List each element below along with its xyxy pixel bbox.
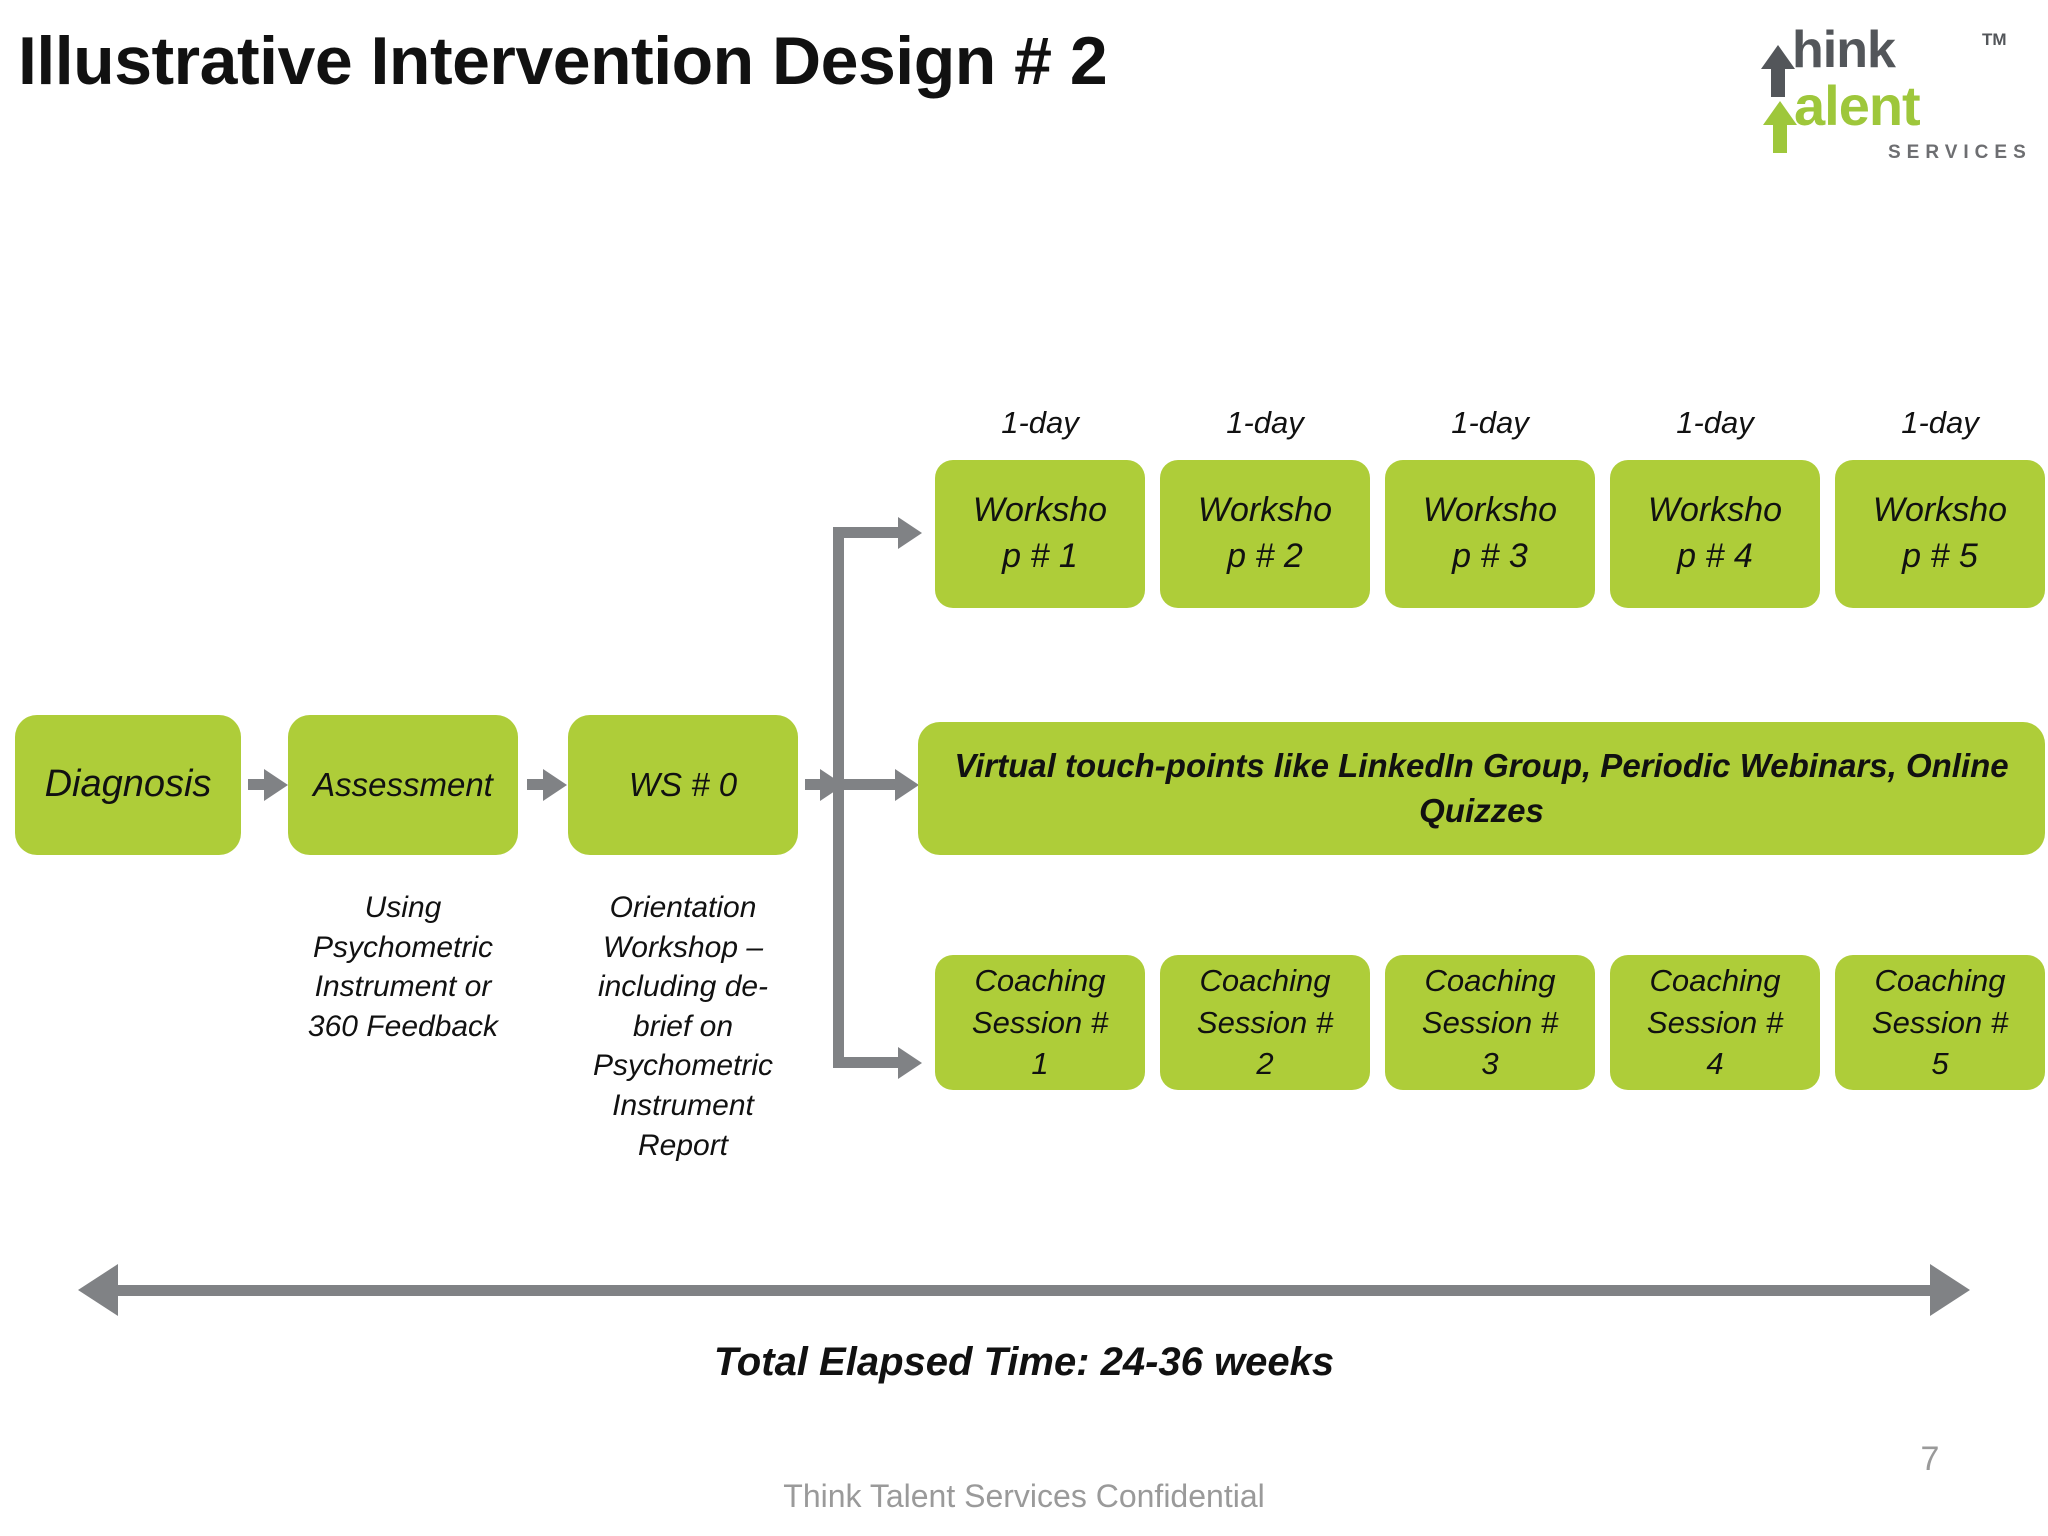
virtual-touchpoints-label: Virtual touch-points like LinkedIn Group… bbox=[954, 746, 2009, 829]
page-title: Illustrative Intervention Design # 2 bbox=[18, 23, 1108, 99]
workshop-5-duration: 1-day bbox=[1901, 405, 1979, 440]
coaching-box-3[interactable]: Coaching Session # 3 bbox=[1385, 955, 1595, 1090]
chain-box-diagnosis-label: Diagnosis bbox=[44, 763, 212, 806]
workshop-box-2[interactable]: Worksho p # 2 bbox=[1160, 460, 1370, 608]
coaching-box-4-label: Coaching Session # 4 bbox=[1646, 962, 1784, 1082]
workshop-box-3-label: Worksho p # 3 bbox=[1422, 491, 1558, 575]
caption-assessment: Using Psychometric Instrument or 360 Fee… bbox=[307, 891, 499, 1043]
logo-tagline: SERVICES bbox=[1888, 142, 2032, 163]
connector-branch-to-coaching bbox=[833, 1057, 913, 1068]
workshop-box-2-label: Worksho p # 2 bbox=[1197, 491, 1333, 575]
coaching-box-5-label: Coaching Session # 5 bbox=[1871, 962, 2009, 1082]
timeline-caption: Total Elapsed Time: 24-36 weeks bbox=[713, 1340, 1335, 1384]
coaching-box-4[interactable]: Coaching Session # 4 bbox=[1610, 955, 1820, 1090]
logo-talent-word: alent bbox=[1794, 74, 1921, 137]
workshop-1-duration: 1-day bbox=[1001, 405, 1079, 440]
page-number: 7 bbox=[1920, 1440, 1940, 1478]
logo-think-word: hink bbox=[1792, 21, 1896, 79]
arrowhead-assessment-to-ws0 bbox=[543, 769, 567, 801]
workshop-box-4-label: Worksho p # 4 bbox=[1647, 491, 1783, 575]
chain-box-ws0-label: WS # 0 bbox=[628, 765, 738, 803]
logo-think-row: hink bbox=[1761, 21, 1896, 97]
workshop-box-1-label: Worksho p # 1 bbox=[972, 491, 1108, 575]
chain-box-diagnosis[interactable]: Diagnosis bbox=[15, 715, 241, 855]
chain-box-assessment-label: Assessment bbox=[313, 765, 493, 803]
workshop-box-5[interactable]: Worksho p # 5 bbox=[1835, 460, 2045, 608]
workshop-box-5-label: Worksho p # 5 bbox=[1872, 491, 2008, 575]
coaching-box-3-label: Coaching Session # 3 bbox=[1421, 962, 1559, 1082]
workshop-box-3[interactable]: Worksho p # 3 bbox=[1385, 460, 1595, 608]
arrowhead-branch-to-virtual bbox=[895, 769, 919, 801]
connector-branch-to-virtual bbox=[844, 779, 909, 790]
timeline-arrow-right bbox=[1930, 1264, 1970, 1316]
workshop-box-4[interactable]: Worksho p # 4 bbox=[1610, 460, 1820, 608]
coaching-box-2-label: Coaching Session # 2 bbox=[1196, 962, 1334, 1082]
coaching-box-1[interactable]: Coaching Session # 1 bbox=[935, 955, 1145, 1090]
connector-branch-to-workshops bbox=[833, 527, 913, 538]
logo-talent-row: alent bbox=[1763, 74, 1921, 153]
think-talent-logo: hink alent TM SERVICES bbox=[1761, 16, 2028, 166]
workshop-3-duration: 1-day bbox=[1451, 405, 1529, 440]
workshop-4-duration: 1-day bbox=[1676, 405, 1754, 440]
coaching-box-5[interactable]: Coaching Session # 5 bbox=[1835, 955, 2045, 1090]
workshop-box-1[interactable]: Worksho p # 1 bbox=[935, 460, 1145, 608]
arrowhead-diagnosis-to-assessment bbox=[264, 769, 288, 801]
coaching-box-1-label: Coaching Session # 1 bbox=[971, 962, 1109, 1082]
chain-box-assessment[interactable]: Assessment bbox=[288, 715, 518, 855]
arrowhead-branch-to-coaching bbox=[898, 1047, 922, 1079]
footer-confidentiality-note: Think Talent Services Confidential bbox=[783, 1478, 1265, 1514]
connector-assessment-to-ws0 bbox=[527, 779, 547, 790]
virtual-touchpoints-bar[interactable]: Virtual touch-points like LinkedIn Group… bbox=[918, 722, 2045, 855]
workshop-2-duration: 1-day bbox=[1226, 405, 1304, 440]
chain-box-ws0[interactable]: WS # 0 bbox=[568, 715, 798, 855]
connector-branch-trunk bbox=[833, 527, 844, 1068]
timeline-line bbox=[110, 1285, 1940, 1296]
caption-ws0: Orientation Workshop – including de- bri… bbox=[592, 891, 774, 1162]
trademark-symbol: TM bbox=[1982, 30, 2007, 49]
arrowhead-branch-to-workshops bbox=[898, 517, 922, 549]
connector-diagnosis-to-assessment bbox=[248, 779, 268, 790]
coaching-box-2[interactable]: Coaching Session # 2 bbox=[1160, 955, 1370, 1090]
